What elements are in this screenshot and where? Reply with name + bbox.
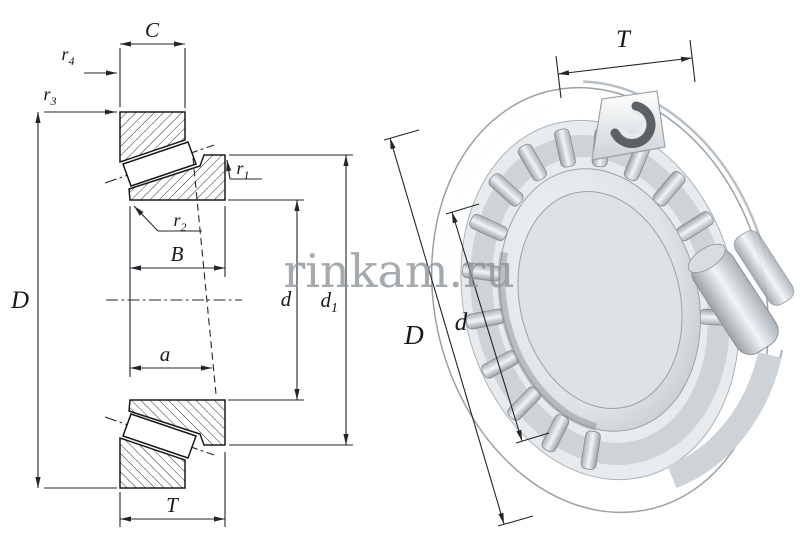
outer-ring-section (119, 111, 186, 164)
cut-roller-curl (610, 101, 656, 149)
ext-line-T3d-left (555, 55, 562, 99)
dim-label-T3d: T (616, 26, 632, 53)
dim-line-d3d (451, 211, 523, 442)
dim-label-d: d (281, 287, 292, 311)
cut-roller-small (733, 230, 795, 306)
half-section-top (104, 111, 226, 201)
leader-r2 (133, 205, 159, 232)
cross-section-view: C r4 r3 D r1 r2 B a d (10, 18, 353, 527)
bearing-3d-ring (424, 80, 776, 520)
dim-label-B: B (171, 242, 184, 266)
inner-ring-section (128, 154, 226, 201)
dim-label-T: T (166, 493, 179, 517)
cone-cut-piece (667, 230, 795, 489)
ext-line-d3d-top (445, 203, 480, 215)
roller-3d (580, 430, 601, 470)
cup-cut-piece (591, 90, 666, 161)
ext-line-D3d-top (383, 129, 420, 141)
dim-label-D: D (10, 287, 29, 314)
dim-label-r3: r3 (43, 84, 56, 108)
dim-line-D3d (389, 137, 505, 525)
dim-line-T3d (557, 56, 693, 76)
cut-roller-curl-highlight (619, 110, 646, 138)
half-section-bottom (104, 399, 226, 489)
leader-r1 (226, 159, 232, 180)
cut-roller-large (687, 243, 779, 356)
roller-3d (517, 143, 547, 182)
dim-label-r4: r4 (61, 44, 74, 68)
cone-face-3d (517, 191, 683, 409)
load-center-line (192, 157, 217, 395)
roller-axis-centerline (104, 144, 215, 184)
watermark: rinkam.ru (283, 244, 514, 298)
cone-rib-band (667, 352, 782, 489)
dim-label-r1: r1 (236, 158, 249, 182)
dim-label-C: C (145, 18, 160, 42)
roller-section (122, 141, 197, 187)
roller-3d (541, 414, 570, 453)
dim-label-a: a (160, 342, 171, 366)
ext-line-d3d-bottom (515, 432, 550, 444)
ext-line-D3d-bottom (497, 515, 534, 527)
ext-line-T3d-right (689, 39, 696, 83)
bearing-3d-view: T D d (383, 26, 795, 527)
dim-label-d1: d1 (321, 288, 339, 316)
roller-3d (554, 128, 576, 168)
dim-label-r2: r2 (173, 210, 186, 234)
outer-ring-highlight (441, 98, 759, 502)
dim-label-d3d: d (455, 309, 468, 336)
dim-label-D3d: D (403, 320, 424, 350)
